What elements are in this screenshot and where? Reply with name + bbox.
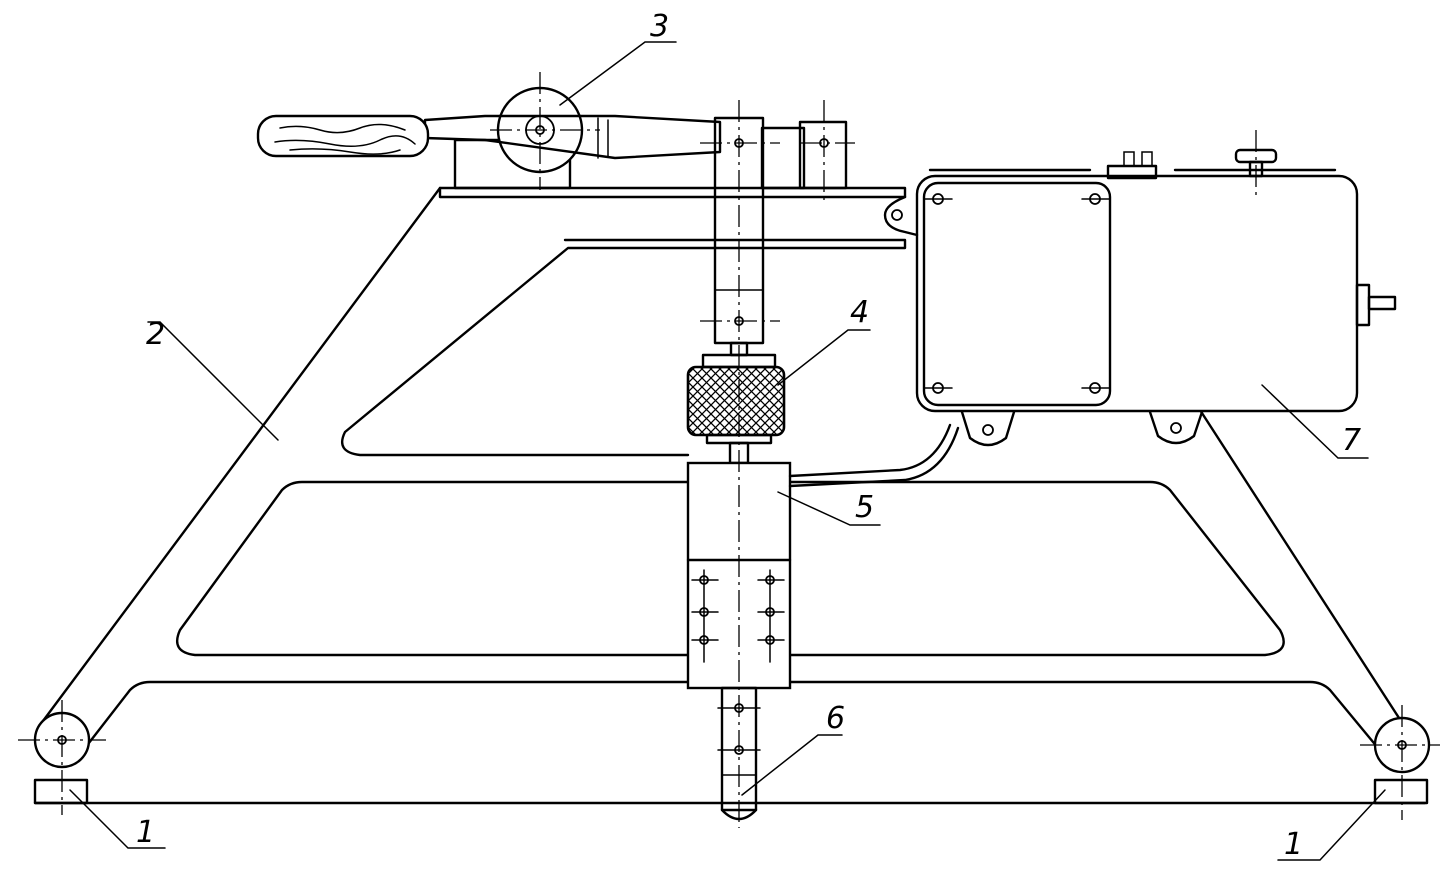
frame-middle-cutout-right xyxy=(788,480,1285,657)
shaft-stub xyxy=(1355,283,1371,327)
terminal-block xyxy=(1106,164,1158,180)
column-block xyxy=(760,126,806,190)
callout-3: 3 xyxy=(650,9,669,44)
frame-left-leg-outer xyxy=(38,186,442,727)
callout-7: 7 xyxy=(1342,423,1361,458)
frame-upper-cutout xyxy=(340,238,907,457)
frame-lower-cutout-right xyxy=(788,680,1380,750)
frame-middle-cutout xyxy=(175,480,690,657)
left-foot xyxy=(33,778,89,805)
housing-body xyxy=(915,174,1359,413)
callout-5: 5 xyxy=(855,490,874,525)
housing-cover xyxy=(922,181,1112,407)
frame-lower-cutout xyxy=(83,680,690,750)
motor-housing xyxy=(883,130,1397,447)
knurled-nut xyxy=(686,365,786,437)
frame-right-leg-outer xyxy=(1198,408,1412,737)
column-cap xyxy=(798,120,848,190)
frame-outline xyxy=(438,186,907,199)
lever-arm xyxy=(423,114,722,160)
callout-1-right: 1 xyxy=(1284,827,1303,862)
callout-4: 4 xyxy=(850,295,869,330)
callout-6: 6 xyxy=(826,701,845,736)
frame xyxy=(18,186,1440,820)
housing-foot-left xyxy=(960,410,1016,447)
housing-foot-right xyxy=(1148,410,1204,445)
right-foot xyxy=(1373,778,1429,805)
callout-2: 2 xyxy=(146,317,165,352)
callout-1-left: 1 xyxy=(136,815,155,850)
leader-lines xyxy=(69,41,1386,861)
handle-assembly xyxy=(256,72,855,205)
spindle xyxy=(686,100,792,828)
cable xyxy=(788,423,952,478)
